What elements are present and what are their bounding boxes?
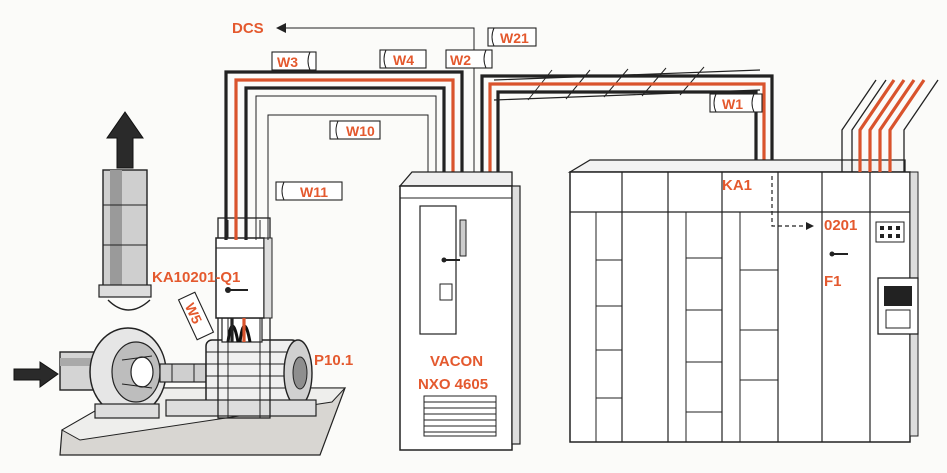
cable-bundle-right	[480, 74, 774, 178]
flow-arrow-up-icon	[106, 111, 144, 169]
main-switchgear	[567, 159, 919, 443]
local-switch	[215, 217, 273, 419]
tag-w11: W11	[275, 181, 343, 201]
label-dcs: DCS	[232, 20, 264, 37]
coupling	[159, 363, 207, 383]
busbars	[841, 79, 939, 172]
label-w10: W10	[346, 123, 375, 139]
label-w1: W1	[722, 96, 743, 112]
tag-w10: W10	[329, 120, 381, 140]
label-w21: W21	[500, 30, 529, 46]
tag-w4: W4	[379, 49, 427, 69]
flow-arrow-right-icon	[13, 361, 59, 388]
tag-w2: W2	[445, 49, 493, 69]
dcs-line	[276, 23, 475, 178]
label-0201: 0201	[824, 217, 857, 234]
label-p10-1: P10.1	[314, 352, 353, 369]
pump	[89, 299, 167, 419]
cable-bundle-left	[224, 70, 464, 342]
label-w3: W3	[277, 54, 298, 70]
label-f1: F1	[824, 273, 842, 290]
label-w2: W2	[450, 52, 471, 68]
tag-w5: W5	[177, 291, 215, 341]
label-w11: W11	[300, 184, 328, 200]
label-nxo-4605: NXO 4605	[418, 376, 488, 393]
vacon-drive-cabinet	[398, 171, 521, 451]
motor-p10-1	[165, 317, 317, 417]
tag-w21: W21	[487, 27, 537, 47]
tag-w3: W3	[271, 51, 317, 71]
label-ka1: KA1	[722, 177, 752, 194]
label-ka10201-q1: KA10201-Q1	[152, 269, 240, 286]
discharge-pipe	[98, 169, 152, 298]
label-w4: W4	[393, 52, 414, 68]
tag-w1: W1	[709, 93, 763, 113]
label-vacon: VACON	[430, 353, 483, 370]
